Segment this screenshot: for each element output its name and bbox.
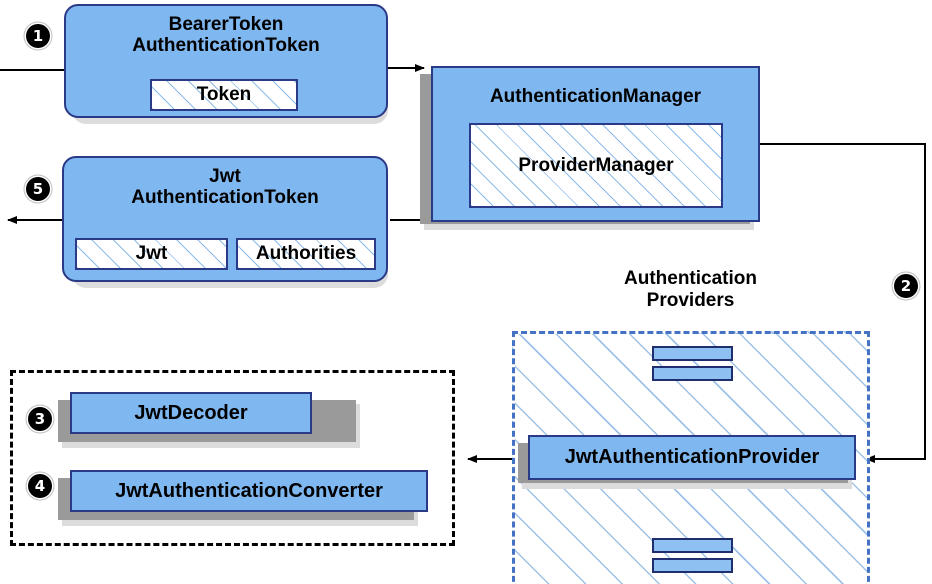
inner-box-provider-manager: ProviderManager	[469, 123, 723, 208]
node-jwt-token-title: Jwt AuthenticationToken	[131, 166, 319, 209]
inner-box-token: Token	[150, 79, 298, 111]
node-jwt-decoder-title: JwtDecoder	[134, 401, 248, 424]
provider-stub-bottom-2	[652, 558, 733, 573]
inner-box-authorities: Authorities	[236, 238, 376, 270]
provider-stub-top-1	[652, 346, 733, 361]
node-jwt-authentication-provider-title: JwtAuthenticationProvider	[564, 446, 820, 469]
node-jwt-authentication-converter[interactable]: JwtAuthenticationConverter	[70, 470, 428, 512]
node-jwt-authentication-provider[interactable]: JwtAuthenticationProvider	[528, 435, 856, 480]
node-jwt-decoder[interactable]: JwtDecoder	[70, 392, 312, 434]
step-badge-4: 4	[28, 474, 52, 498]
inner-box-jwt: Jwt	[75, 238, 228, 270]
jwt-support-beans-group	[10, 370, 455, 546]
authentication-providers-label: Authentication Providers	[624, 268, 757, 311]
step-badge-1: 1	[26, 24, 50, 48]
arrow-manager-to-provider	[760, 143, 926, 463]
node-bearer-token-title: BearerToken AuthenticationToken	[132, 14, 320, 57]
provider-stub-bottom-1	[652, 538, 733, 553]
step-badge-3: 3	[28, 407, 52, 431]
provider-stub-top-2	[652, 366, 733, 381]
node-jwt-authentication-converter-title: JwtAuthenticationConverter	[115, 479, 383, 502]
step-badge-2: 2	[894, 274, 918, 298]
step-badge-5: 5	[26, 177, 50, 201]
node-authentication-manager-title: AuthenticationManager	[489, 86, 702, 107]
